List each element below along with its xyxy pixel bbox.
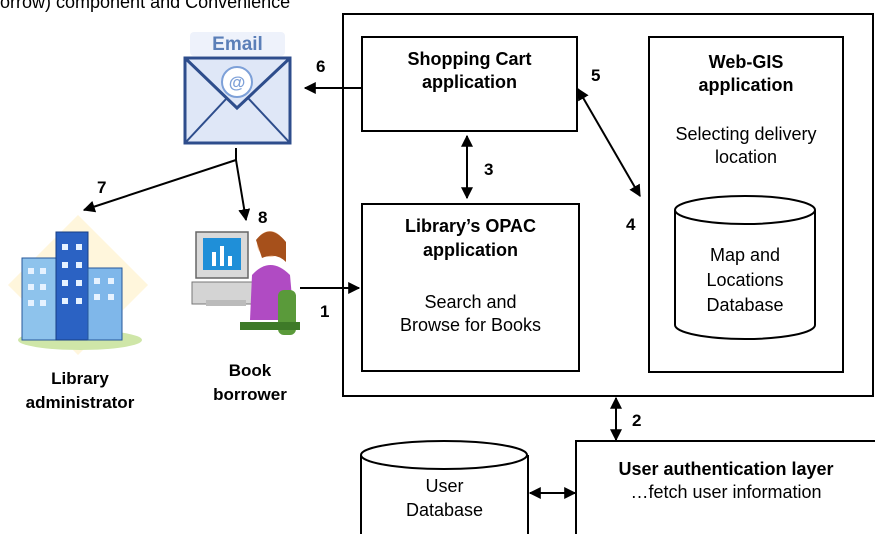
email-icon-label: Email [212, 34, 263, 55]
step-7: 7 [97, 178, 107, 197]
borrower-label-2: borrower [213, 385, 287, 404]
step-1: 1 [320, 302, 330, 321]
webgis-desc-2: location [714, 147, 778, 167]
webgis-title-1: Web-GIS [708, 52, 784, 72]
opac-desc-2: Browse for Books [399, 315, 542, 335]
auth-layer-box: User authentication layer …fetch user in… [575, 440, 875, 534]
map-db-label-3: Database [706, 295, 784, 315]
user-database-cylinder [360, 440, 529, 534]
step-8: 8 [258, 208, 268, 227]
opac-desc-1: Search and [424, 292, 517, 312]
person-at-computer-icon [191, 231, 300, 335]
opac-title-2: application [422, 240, 518, 260]
auth-title: User authentication layer [618, 459, 834, 479]
user-db-label-1: User [425, 476, 464, 496]
svg-text:@: @ [229, 73, 246, 92]
webgis-title-2: application [698, 75, 794, 95]
webgis-desc-1: Selecting delivery [675, 124, 817, 144]
shopping-cart-title-1: Shopping Cart [407, 49, 532, 69]
arrow-email-to-borrower [235, 159, 251, 222]
step-6: 6 [316, 57, 326, 76]
opac-box: Library’s OPAC application Search and Br… [361, 203, 580, 372]
map-db-label-2: Locations [706, 270, 784, 290]
arrow-cart-webgis [577, 87, 641, 198]
arrow-email-to-admin [82, 148, 237, 213]
auth-desc: …fetch user information [630, 482, 822, 502]
office-building-icon [8, 215, 148, 355]
caption-top: orrow) component and Convenience [0, 0, 291, 12]
map-db-label-1: Map and [709, 245, 781, 265]
email-envelope-icon: @ [183, 32, 292, 145]
shopping-cart-title-2: application [421, 72, 517, 92]
admin-label-2: administrator [25, 393, 135, 412]
step-5: 5 [591, 66, 601, 85]
shopping-cart-box: Shopping Cart application [361, 36, 578, 132]
map-database-cylinder [674, 195, 816, 340]
borrower-label-1: Book [228, 361, 272, 380]
opac-title-1: Library’s OPAC [404, 216, 537, 236]
webgis-box: Web-GIS application Selecting delivery l… [648, 36, 844, 373]
step-3: 3 [484, 160, 494, 179]
user-db-label-2: Database [405, 500, 484, 520]
step-4: 4 [626, 215, 636, 234]
step-2: 2 [632, 411, 642, 430]
system-container [342, 13, 874, 397]
admin-label-1: Library [51, 369, 109, 388]
